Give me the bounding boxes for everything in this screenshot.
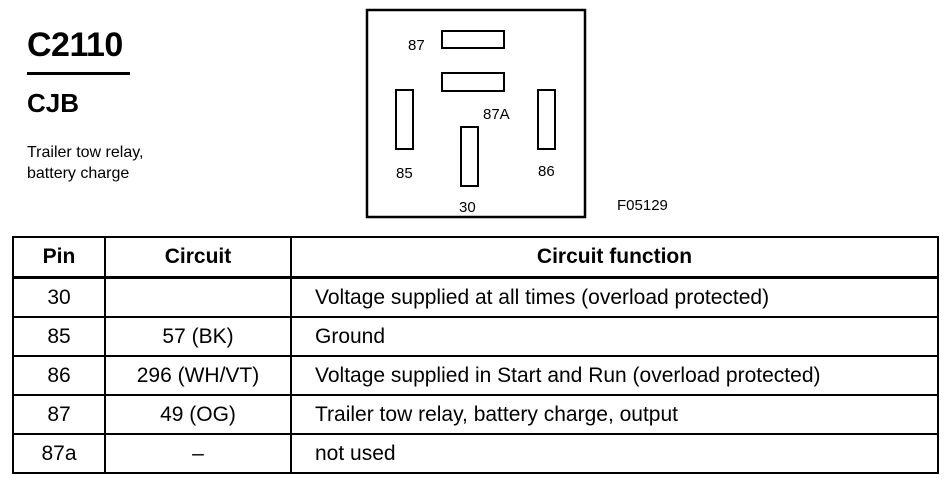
table-row: 30 Voltage supplied at all times (overlo… <box>12 276 939 318</box>
terminal-30-label: 30 <box>459 199 476 216</box>
connector-id-underline <box>27 72 130 75</box>
header-circuit: Circuit <box>104 236 292 279</box>
header-pin: Pin <box>12 236 106 279</box>
terminal-87a-blade <box>441 72 505 92</box>
relay-connector-diagram: 87 87A 85 86 30 <box>365 8 587 219</box>
circuit-function-cell: Ground <box>290 316 939 357</box>
figure-code: F05129 <box>617 197 668 214</box>
connector-description: Trailer tow relay, battery charge <box>27 142 143 184</box>
pin-cell: 87 <box>12 394 106 435</box>
pin-cell: 87a <box>12 433 106 474</box>
terminal-87a-label: 87A <box>483 106 510 123</box>
table-header-row: Pin Circuit Circuit function <box>12 236 939 279</box>
pin-cell: 86 <box>12 355 106 396</box>
terminal-30-blade <box>460 126 479 187</box>
circuit-function-cell: Voltage supplied at all times (overload … <box>290 276 939 318</box>
pin-cell: 85 <box>12 316 106 357</box>
module-name: CJB <box>27 88 80 118</box>
terminal-87-label: 87 <box>408 37 425 54</box>
terminal-85-blade <box>395 89 414 150</box>
circuit-cell: 296 (WH/VT) <box>104 355 292 396</box>
circuit-cell: – <box>104 433 292 474</box>
circuit-cell: 49 (OG) <box>104 394 292 435</box>
table-row: 87a – not used <box>12 433 939 474</box>
circuit-cell <box>104 276 292 318</box>
description-line: battery charge <box>27 165 130 182</box>
terminal-85-label: 85 <box>396 165 413 182</box>
circuit-function-cell: not used <box>290 433 939 474</box>
terminal-87-blade <box>441 30 505 49</box>
table-row: 87 49 (OG) Trailer tow relay, battery ch… <box>12 394 939 435</box>
circuit-function-cell: Trailer tow relay, battery charge, outpu… <box>290 394 939 435</box>
relay-housing-outline <box>365 8 587 219</box>
table-row: 86 296 (WH/VT) Voltage supplied in Start… <box>12 355 939 396</box>
header-circuit-function: Circuit function <box>290 236 939 279</box>
circuit-function-cell: Voltage supplied in Start and Run (overl… <box>290 355 939 396</box>
terminal-86-label: 86 <box>538 163 555 180</box>
table-row: 85 57 (BK) Ground <box>12 316 939 357</box>
terminal-86-blade <box>537 89 556 150</box>
circuit-cell: 57 (BK) <box>104 316 292 357</box>
pinout-table: Pin Circuit Circuit function 30 Voltage … <box>12 236 939 474</box>
pin-cell: 30 <box>12 276 106 318</box>
description-line: Trailer tow relay, <box>27 144 144 161</box>
connector-id: C2110 <box>27 26 123 64</box>
